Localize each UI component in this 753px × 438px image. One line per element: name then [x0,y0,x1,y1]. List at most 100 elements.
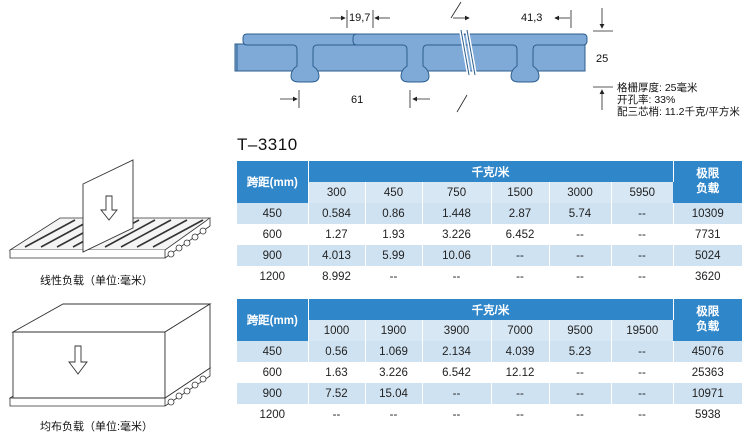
span-cell: 450 [237,341,309,362]
value-cell: 10.06 [422,245,492,266]
value-cell: 2.87 [491,203,550,224]
line-load-table: 跨距(mm) 千克/米 极限 负载 300 450 750 1500 3000 … [237,161,742,287]
column-header: 5950 [611,182,673,203]
value-cell: 12.12 [491,362,550,383]
value-cell: -- [491,245,550,266]
dim-flange-gap: 19,7 [349,12,371,24]
limit-header: 极限 负载 [673,161,742,203]
column-header: 9500 [549,320,612,341]
column-header: 1000 [308,320,366,341]
model-title: T–3310 [237,135,298,154]
value-cell: 7.52 [308,383,366,404]
unit-header: 千克/米 [308,161,674,182]
value-cell: -- [611,245,674,266]
value-cell: -- [611,203,674,224]
table-row: 600 1.27 1.93 3.226 6.452 -- -- 7731 [237,224,742,245]
value-cell: -- [611,362,674,383]
value-cell: -- [365,404,423,425]
column-header: 19500 [611,320,673,341]
limit-cell: 5938 [694,408,721,421]
value-cell: 6.452 [491,224,550,245]
table-row: 900 7.52 15.04 -- -- -- -- 10971 [237,383,742,404]
value-cell: 1.069 [365,341,423,362]
value-cell: 2.134 [422,341,492,362]
column-header: 300 [308,182,366,203]
limit-cell: 25363 [691,366,724,379]
value-cell: 5.99 [365,245,423,266]
span-cell: 900 [237,383,309,404]
limit-cell: 10971 [691,387,724,400]
span-cell: 600 [237,362,309,383]
value-cell: -- [611,224,674,245]
value-cell: 5.74 [549,203,612,224]
limit-cell: 10309 [691,207,724,220]
limit-header: 极限 负载 [673,299,742,341]
value-cell: -- [491,383,550,404]
table-row: 1200 -- -- -- -- -- -- 5938 [237,404,742,425]
value-cell: -- [422,266,492,287]
value-cell: 1.63 [308,362,366,383]
value-cell: 6.542 [422,362,492,383]
limit-cell: 5024 [694,249,721,262]
limit-cell: 7731 [694,228,721,241]
value-cell: -- [422,383,492,404]
value-cell: 1.93 [365,224,423,245]
column-header: 7000 [491,320,550,341]
line-load-illustration [8,159,212,259]
value-cell: 0.584 [308,203,366,224]
column-header: 3900 [422,320,492,341]
value-cell: -- [491,404,550,425]
span-cell: 1200 [237,266,309,287]
dim-thickness: 25 [596,53,609,65]
value-cell: -- [549,383,612,404]
value-cell: -- [308,404,366,425]
dim-pitch: 61 [351,94,364,106]
value-cell: -- [549,266,612,287]
value-cell: -- [549,245,612,266]
column-header: 1500 [491,182,550,203]
value-cell: 15.04 [365,383,423,404]
column-header: 750 [422,182,492,203]
spec-thickness: 格栅厚度: 25毫米 [617,82,698,94]
column-header: 450 [365,182,423,203]
value-cell: -- [549,224,612,245]
table-row: 600 1.63 3.226 6.542 12.12 -- -- 25363 [237,362,742,383]
value-cell: -- [422,404,492,425]
span-header: 跨距(mm) [237,299,309,341]
spec-open-area: 开孔率: 33% [617,94,676,106]
unit-header: 千克/米 [308,299,674,320]
spec-weight: 配三芯梢: 11.2千克/平方米 [617,106,740,118]
table-row: 900 4.013 5.99 10.06 -- -- -- 5024 [237,245,742,266]
value-cell: 5.23 [549,341,612,362]
value-cell: 3.226 [365,362,423,383]
grating-profile-drawing [234,1,613,113]
value-cell: -- [365,266,423,287]
line-load-caption: 线性负载（单位:毫米） [40,275,154,287]
value-cell: 4.013 [308,245,366,266]
value-cell: 3.226 [422,224,492,245]
table-row: 1200 8.992 -- -- -- -- -- 3620 [237,266,742,287]
value-cell: -- [611,383,674,404]
value-cell: -- [611,404,674,425]
dim-opening: 41,3 [521,12,543,24]
span-cell: 1200 [237,404,309,425]
limit-cell: 45076 [691,345,724,358]
value-cell: 1.27 [308,224,366,245]
uniform-load-caption: 均布负载（单位:毫米） [40,421,154,433]
span-cell: 600 [237,224,309,245]
span-header: 跨距(mm) [237,161,309,203]
table-row: 450 0.56 1.069 2.134 4.039 5.23 -- 45076 [237,341,742,362]
value-cell: -- [611,341,674,362]
value-cell: 0.86 [365,203,423,224]
value-cell: 0.56 [308,341,366,362]
value-cell: 1.448 [422,203,492,224]
value-cell: 8.992 [308,266,366,287]
column-header: 1900 [365,320,423,341]
limit-cell: 3620 [694,270,721,283]
uniform-load-illustration [8,303,212,407]
value-cell: -- [491,266,550,287]
span-cell: 450 [237,203,309,224]
span-cell: 900 [237,245,309,266]
value-cell: -- [611,266,674,287]
column-header: 3000 [549,182,612,203]
